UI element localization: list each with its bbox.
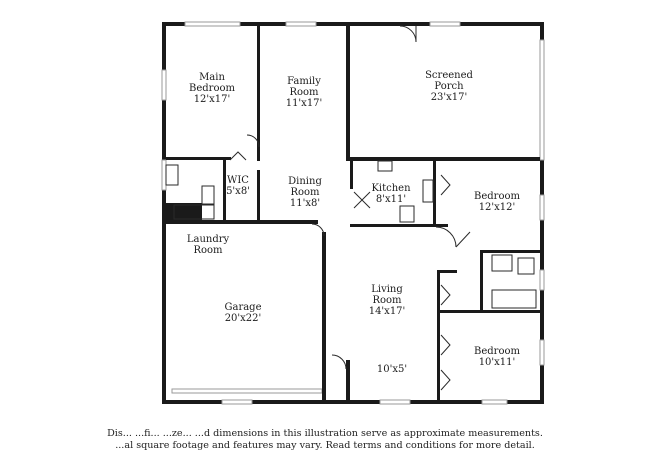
room-name-line: Garage — [224, 302, 262, 313]
room-dimensions: 12'x17' — [193, 94, 231, 105]
room-label-bedroom-b: Bedroom 10'x11' — [474, 346, 520, 368]
room-name-line: Room — [290, 187, 320, 198]
room-dimensions: 11'x17' — [285, 98, 323, 109]
room-dimensions: 5'x8' — [226, 186, 250, 197]
room-label-laundry: Laundry Room — [187, 234, 229, 256]
room-label-family-room: Family Room 11'x17' — [286, 76, 323, 109]
room-name-line: Laundry — [186, 234, 230, 245]
room-dimensions: 8'x11' — [375, 194, 407, 205]
windows — [161, 21, 545, 405]
room-name-line: Bedroom — [474, 346, 520, 357]
disclaimer-line: ...al square footage and features may va… — [115, 440, 535, 451]
room-dimensions: 11'x8' — [289, 198, 321, 209]
room-label-garage: Garage 20'x22' — [224, 302, 261, 324]
disclaimer-line: Dis... ...fi... ...ze... ...d dimensions… — [107, 428, 543, 439]
room-name-line: Kitchen — [371, 183, 411, 194]
interior-walls — [166, 26, 540, 404]
room-name-line: Room — [193, 245, 223, 256]
room-dimensions: 10'x5' — [376, 364, 408, 375]
room-label-screened-porch: Screened Porch 23'x17' — [425, 70, 473, 103]
room-dimensions: 10'x11' — [478, 357, 516, 368]
room-name-line: Living — [371, 284, 403, 295]
disclaimer: Dis... ...fi... ...ze... ...d dimensions… — [0, 428, 650, 452]
room-name-line: Room — [289, 87, 319, 98]
room-name-line: Dining — [288, 176, 322, 187]
room-dimensions: 14'x17' — [368, 306, 406, 317]
room-label-main-bedroom: Main Bedroom 12'x17' — [189, 72, 235, 105]
room-name-line: Bedroom — [189, 83, 235, 94]
room-dimensions: 23'x17' — [430, 92, 468, 103]
room-label-wic: WIC 5'x8' — [226, 175, 250, 197]
room-dimensions: 20'x22' — [224, 313, 262, 324]
room-name-line: Screened — [425, 70, 473, 81]
room-label-entry: 10'x5' — [377, 364, 407, 375]
room-name-line: Porch — [434, 81, 464, 92]
room-label-living-room: Living Room 14'x17' — [369, 284, 406, 317]
room-name-line: Main — [199, 72, 225, 83]
room-dimensions: 12'x12' — [478, 202, 516, 213]
room-name-line: Family — [287, 76, 321, 87]
room-label-kitchen: Kitchen 8'x11' — [371, 183, 410, 205]
doors-fixtures — [165, 25, 537, 391]
room-name-line: WIC — [227, 175, 249, 186]
room-name-line: Room — [372, 295, 402, 306]
room-name-line: Bedroom — [474, 191, 520, 202]
room-label-dining-room: Dining Room 11'x8' — [288, 176, 322, 209]
room-label-bedroom-a: Bedroom 12'x12' — [474, 191, 520, 213]
